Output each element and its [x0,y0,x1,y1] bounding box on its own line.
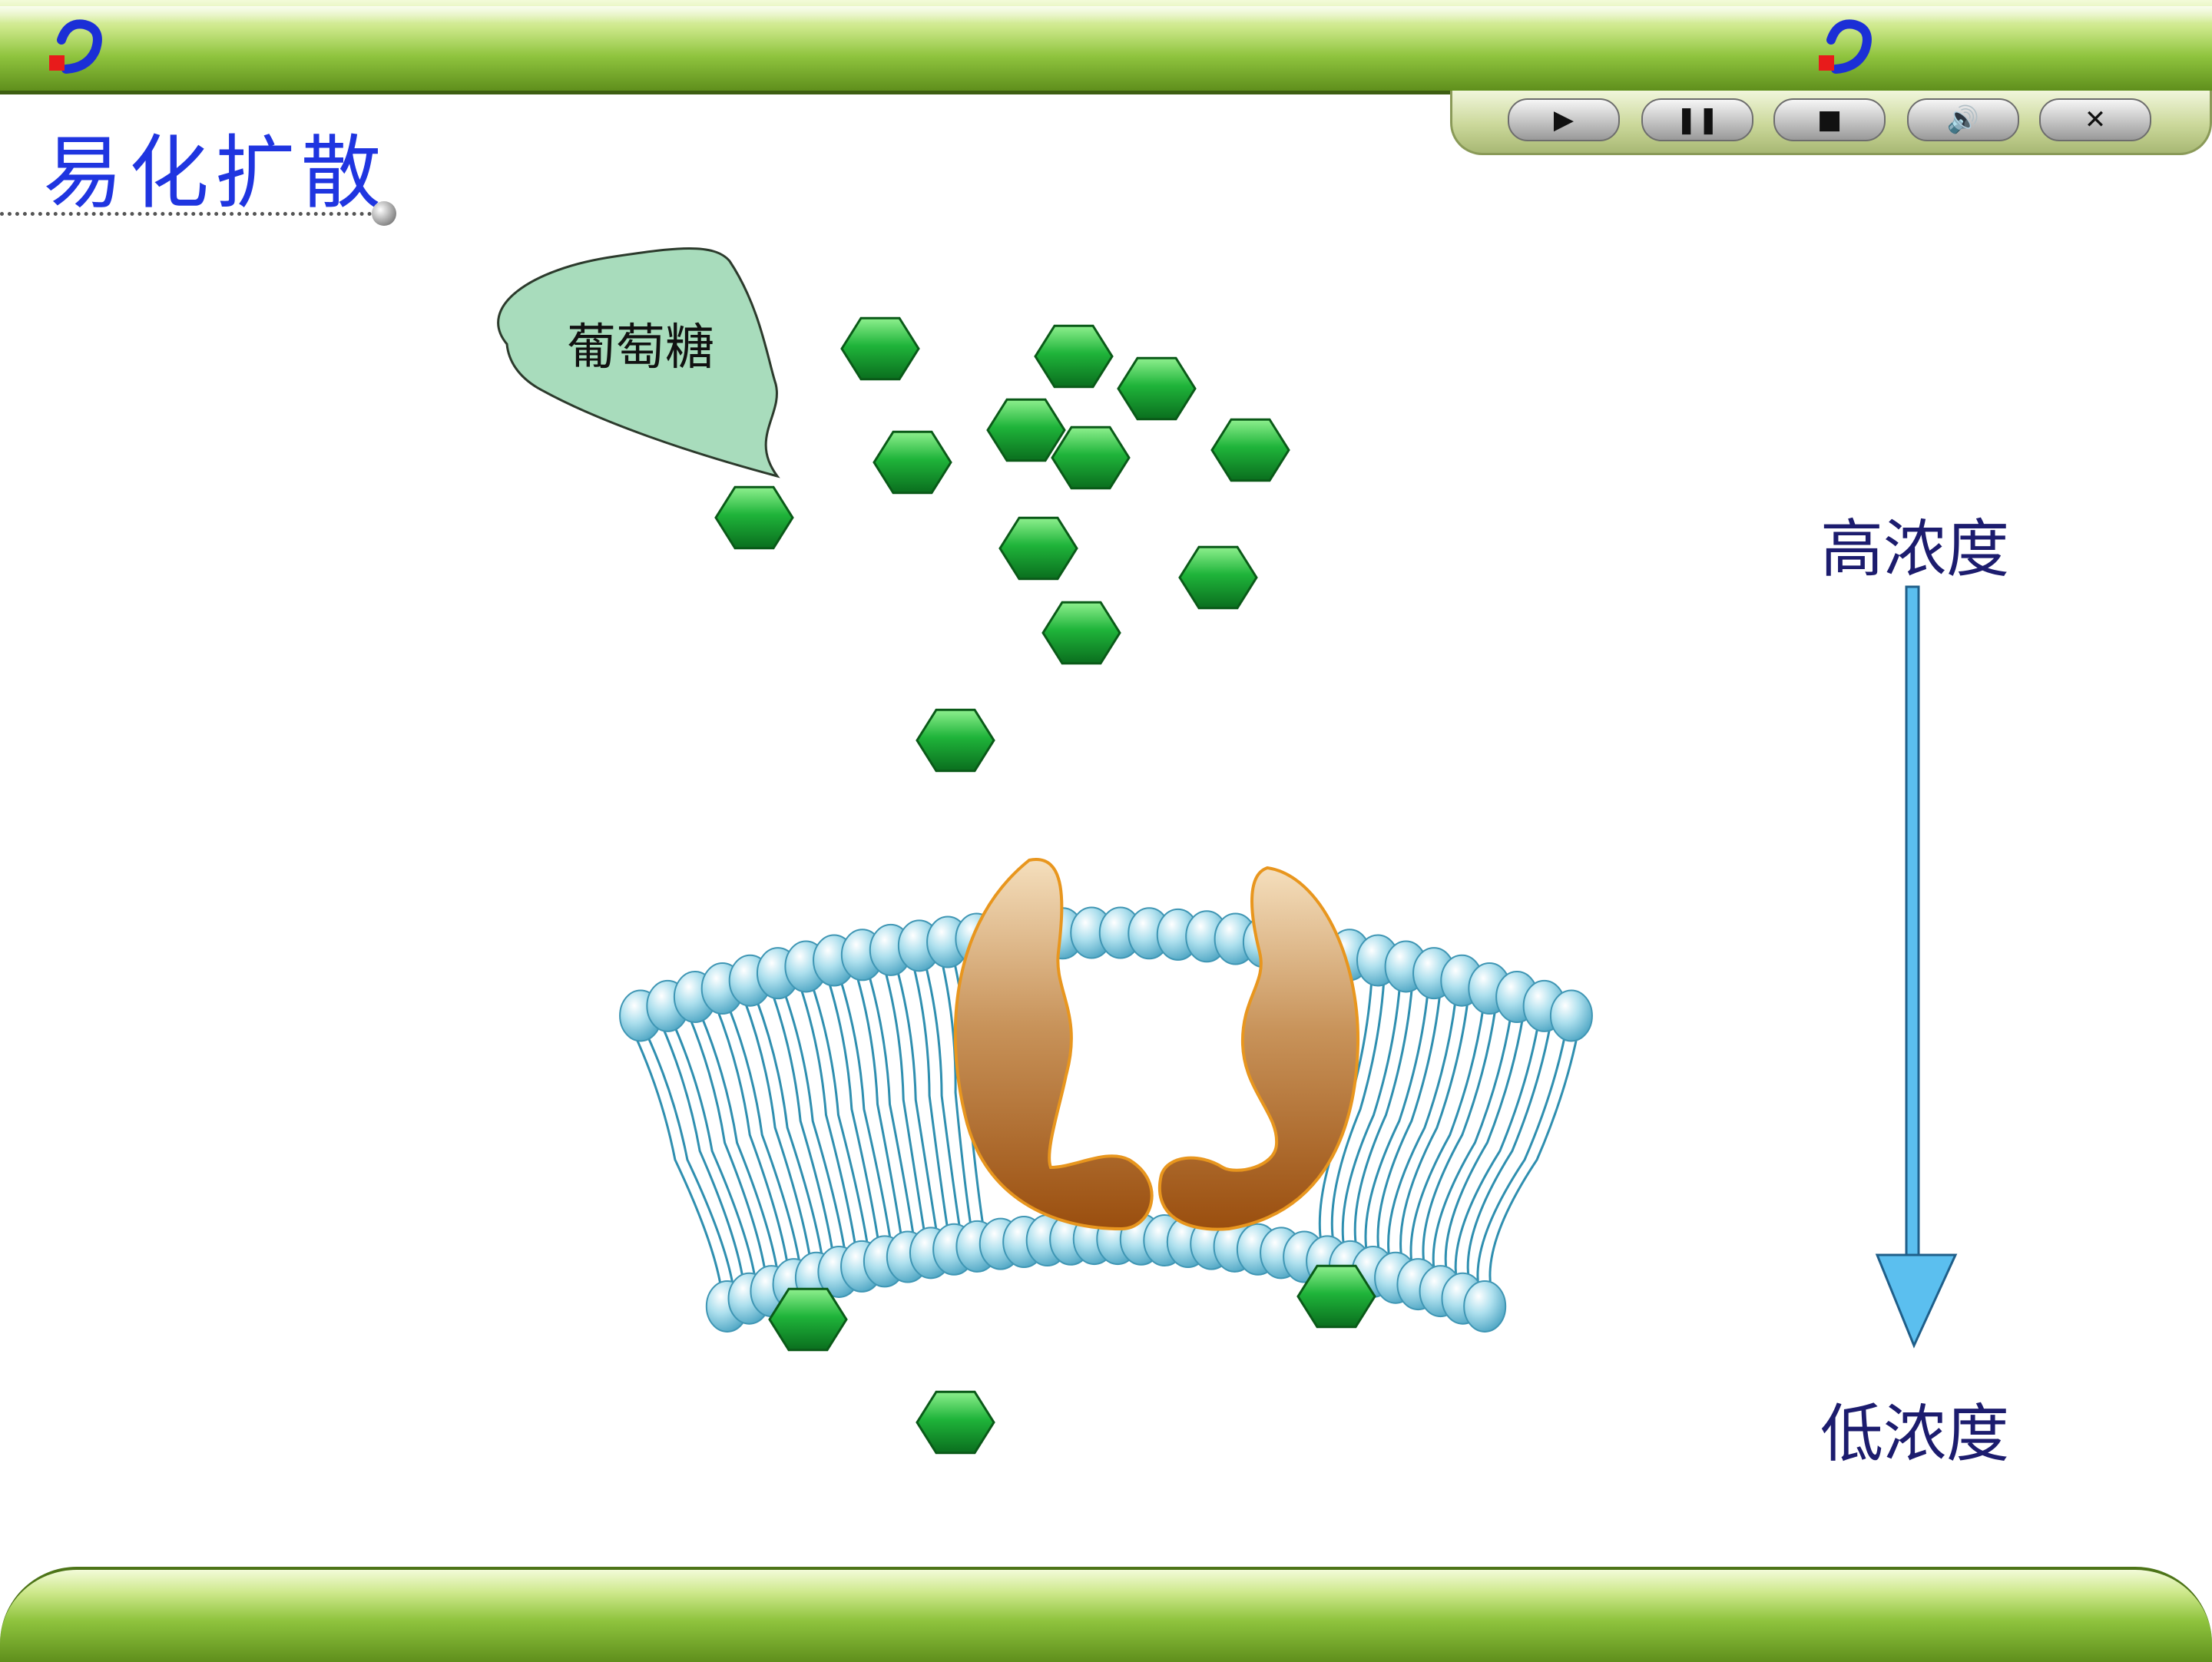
low-concentration-label: 低浓度 [1820,1398,2010,1471]
lipid-tail [727,1006,802,1266]
lipid-tail [1466,1024,1552,1280]
lipid-tail [660,1024,744,1280]
lipid-tail [1422,1006,1497,1266]
glucose-molecule-icon [1041,601,1121,665]
glucose-molecule-icon [1051,425,1131,490]
callout-label: 葡萄糖 [567,319,714,376]
logo-icon [1819,19,1872,74]
page-title: 易化扩散 [43,126,388,220]
lipid-tail [645,1033,735,1289]
stop-button[interactable]: ■ [1773,98,1886,141]
lipid-tail [1330,978,1386,1243]
lipid-tail [755,998,824,1260]
lipid-tail [783,991,846,1254]
lipid-tail [855,972,903,1239]
lipid-tail [633,1033,723,1289]
logo-icon [49,19,102,74]
close-icon: ✕ [2084,104,2107,135]
lipid-tail [1444,1015,1525,1273]
top-bar [0,0,2212,94]
glucose-molecule-icon [1210,418,1290,482]
pause-icon: ❚❚ [1675,104,1720,135]
title-underline [0,212,379,216]
lipid-head-outer [1549,989,1593,1042]
lipid-tail [1364,992,1429,1254]
glucose-molecule-icon [1117,356,1197,421]
glucose-molecule-icon [873,430,952,495]
close-button[interactable]: ✕ [2039,98,2151,141]
glucose-molecule-icon [1034,324,1114,389]
lipid-tail [839,978,892,1243]
lipid-tail [715,1006,790,1266]
glucose-molecule-icon [1296,1264,1376,1329]
play-button[interactable]: ▶ [1508,98,1620,141]
volume-icon: 🔊 [1946,104,1980,135]
stop-icon: ■ [1816,104,1843,135]
volume-button[interactable]: 🔊 [1907,98,2019,141]
lipid-tail [924,963,962,1231]
glucose-molecule-icon [916,1390,995,1455]
glucose-molecule-icon [1178,545,1258,610]
top-bar-shine [0,6,2212,23]
concentration-arrow [1875,585,1958,1349]
lipid-tail [743,998,812,1260]
title-underline-dot [372,201,396,226]
lipid-tail [700,1015,779,1273]
pause-button[interactable]: ❚❚ [1641,98,1753,141]
glucose-molecule-icon [840,316,920,381]
lipid-tail [867,972,916,1239]
lipid-tail [810,984,869,1249]
glucose-molecule-icon [986,398,1066,462]
phospholipid-bilayer [619,906,1593,1333]
lipid-tail [798,984,857,1249]
carrier-protein [953,858,1360,1231]
carrier-protein-left [953,858,1154,1231]
lipid-head-inner [1463,1280,1507,1333]
arrow-shaft [1905,585,1920,1263]
glucose-molecule-icon [998,516,1078,581]
lipid-tail [1341,985,1402,1249]
media-controls: ▶ ❚❚ ■ 🔊 ✕ [1450,91,2212,155]
glucose-molecule-icon [768,1287,848,1352]
glucose-molecule-icon [916,708,995,773]
callout-bubble [497,247,780,478]
lipid-tail [1353,985,1414,1249]
lipid-tail [883,968,926,1235]
high-concentration-label: 高浓度 [1820,513,2010,586]
arrow-head-icon [1875,1253,1958,1349]
play-icon: ▶ [1553,104,1575,135]
lipid-tail [1476,1034,1567,1289]
lipid-tail [1409,1006,1485,1266]
lipid-tail [940,960,972,1229]
phospholipid-tails [633,960,1579,1289]
lipid-tail [1488,1034,1579,1289]
lipid-tail [1399,998,1469,1260]
lipid-tail [770,991,834,1254]
lipid-tail [687,1015,767,1273]
lipid-tail [1454,1024,1540,1280]
glucose-molecule-icon [714,485,794,550]
lipid-tail [672,1024,757,1280]
glucose-molecules [714,316,1376,1455]
lipid-tail [1432,1015,1512,1273]
carrier-protein-right [1158,866,1360,1231]
lipid-tail [912,963,949,1231]
bottom-bar [0,1567,2212,1662]
glucose-callout: 葡萄糖 [497,247,780,478]
lipid-tail [826,978,880,1243]
lipid-tail [1376,992,1442,1254]
lipid-tail [1387,998,1457,1260]
lipid-tail [896,968,939,1235]
